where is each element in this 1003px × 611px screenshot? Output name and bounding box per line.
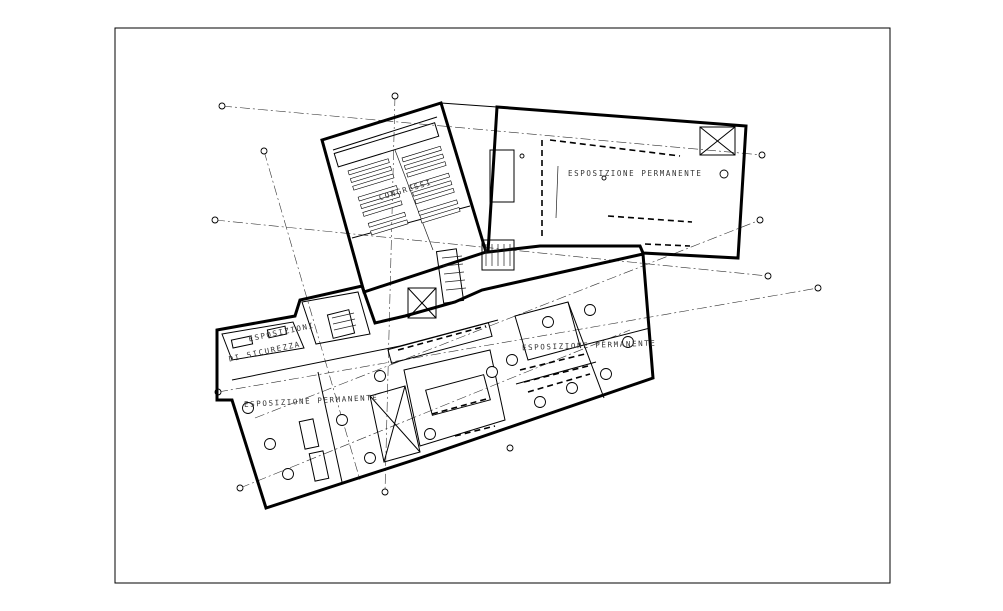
grid-axes bbox=[214, 95, 819, 493]
grid-axis-markers bbox=[211, 92, 822, 496]
label-permanent-exhibition-left: ESPOSIZIONE PERMANENTE bbox=[244, 393, 379, 409]
auditorium-seating bbox=[347, 145, 461, 236]
permanent-exhibition-top bbox=[486, 105, 748, 260]
structural-columns bbox=[242, 304, 634, 480]
lower-exhibition-block bbox=[215, 252, 655, 510]
stair-core bbox=[407, 239, 515, 319]
label-security-exhibitions: DI SICUREZZA bbox=[228, 339, 302, 363]
label-permanent-exhibition-right: ESPOSIZIONE PERMANENTE bbox=[522, 339, 657, 353]
label-permanent-exhibition-top: ESPOSIZIONE PERMANENTE bbox=[568, 169, 703, 178]
sheet-border bbox=[114, 27, 891, 584]
